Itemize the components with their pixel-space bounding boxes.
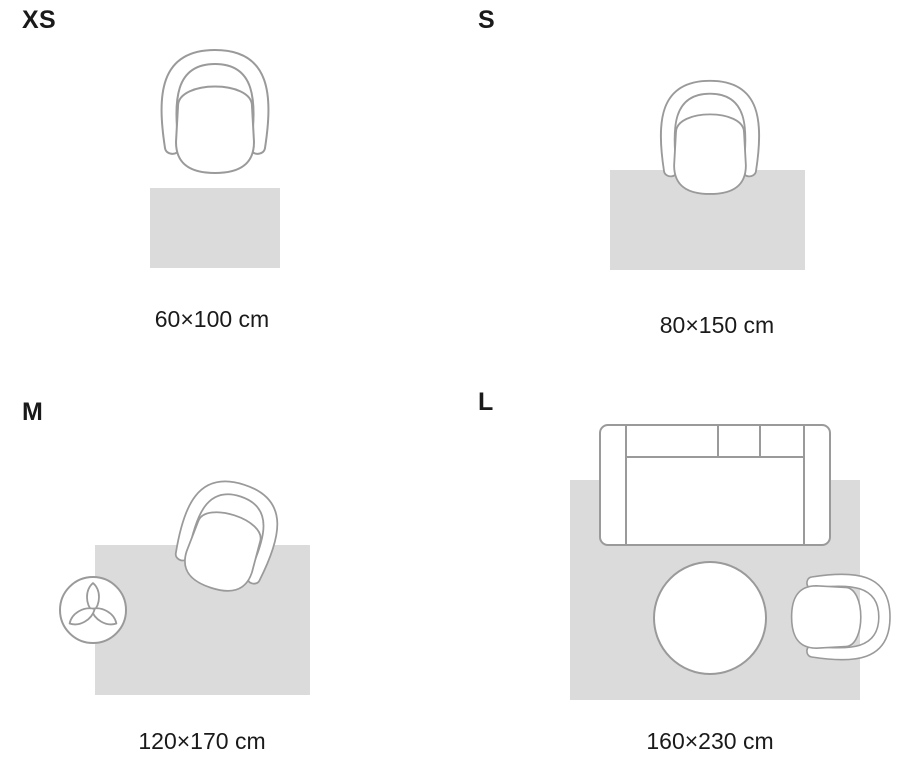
sofa-top-view-icon (599, 424, 831, 546)
size-option-xs: XS 60×100 cm (0, 0, 460, 380)
size-dimensions-l: 160×230 cm (646, 728, 774, 754)
illustration-m (59, 469, 310, 695)
plant-top-view-icon (59, 576, 127, 644)
size-label-m: M (22, 398, 44, 426)
coffee-table-icon (653, 561, 767, 675)
size-option-m: M 120×170 cm (0, 380, 460, 760)
size-dimensions-s: 80×150 cm (659, 312, 775, 338)
armchair-top-view-icon (659, 79, 761, 195)
size-label-s: S (478, 6, 495, 34)
illustration-l (570, 424, 891, 700)
size-label-l: L (478, 388, 494, 416)
size-dimensions-xs: 60×100 cm (154, 306, 270, 332)
illustration-s (610, 79, 805, 270)
illustration-xs (150, 49, 280, 268)
size-label-xs: XS (22, 6, 56, 34)
armchair-top-view-icon (790, 573, 891, 661)
armchair-top-view-icon (160, 49, 270, 174)
size-option-l: L 160×230 cm (460, 380, 920, 760)
size-option-s: S 80×150 cm (460, 0, 920, 380)
rug-rectangle (150, 188, 280, 268)
size-dimensions-m: 120×170 cm (138, 728, 266, 754)
